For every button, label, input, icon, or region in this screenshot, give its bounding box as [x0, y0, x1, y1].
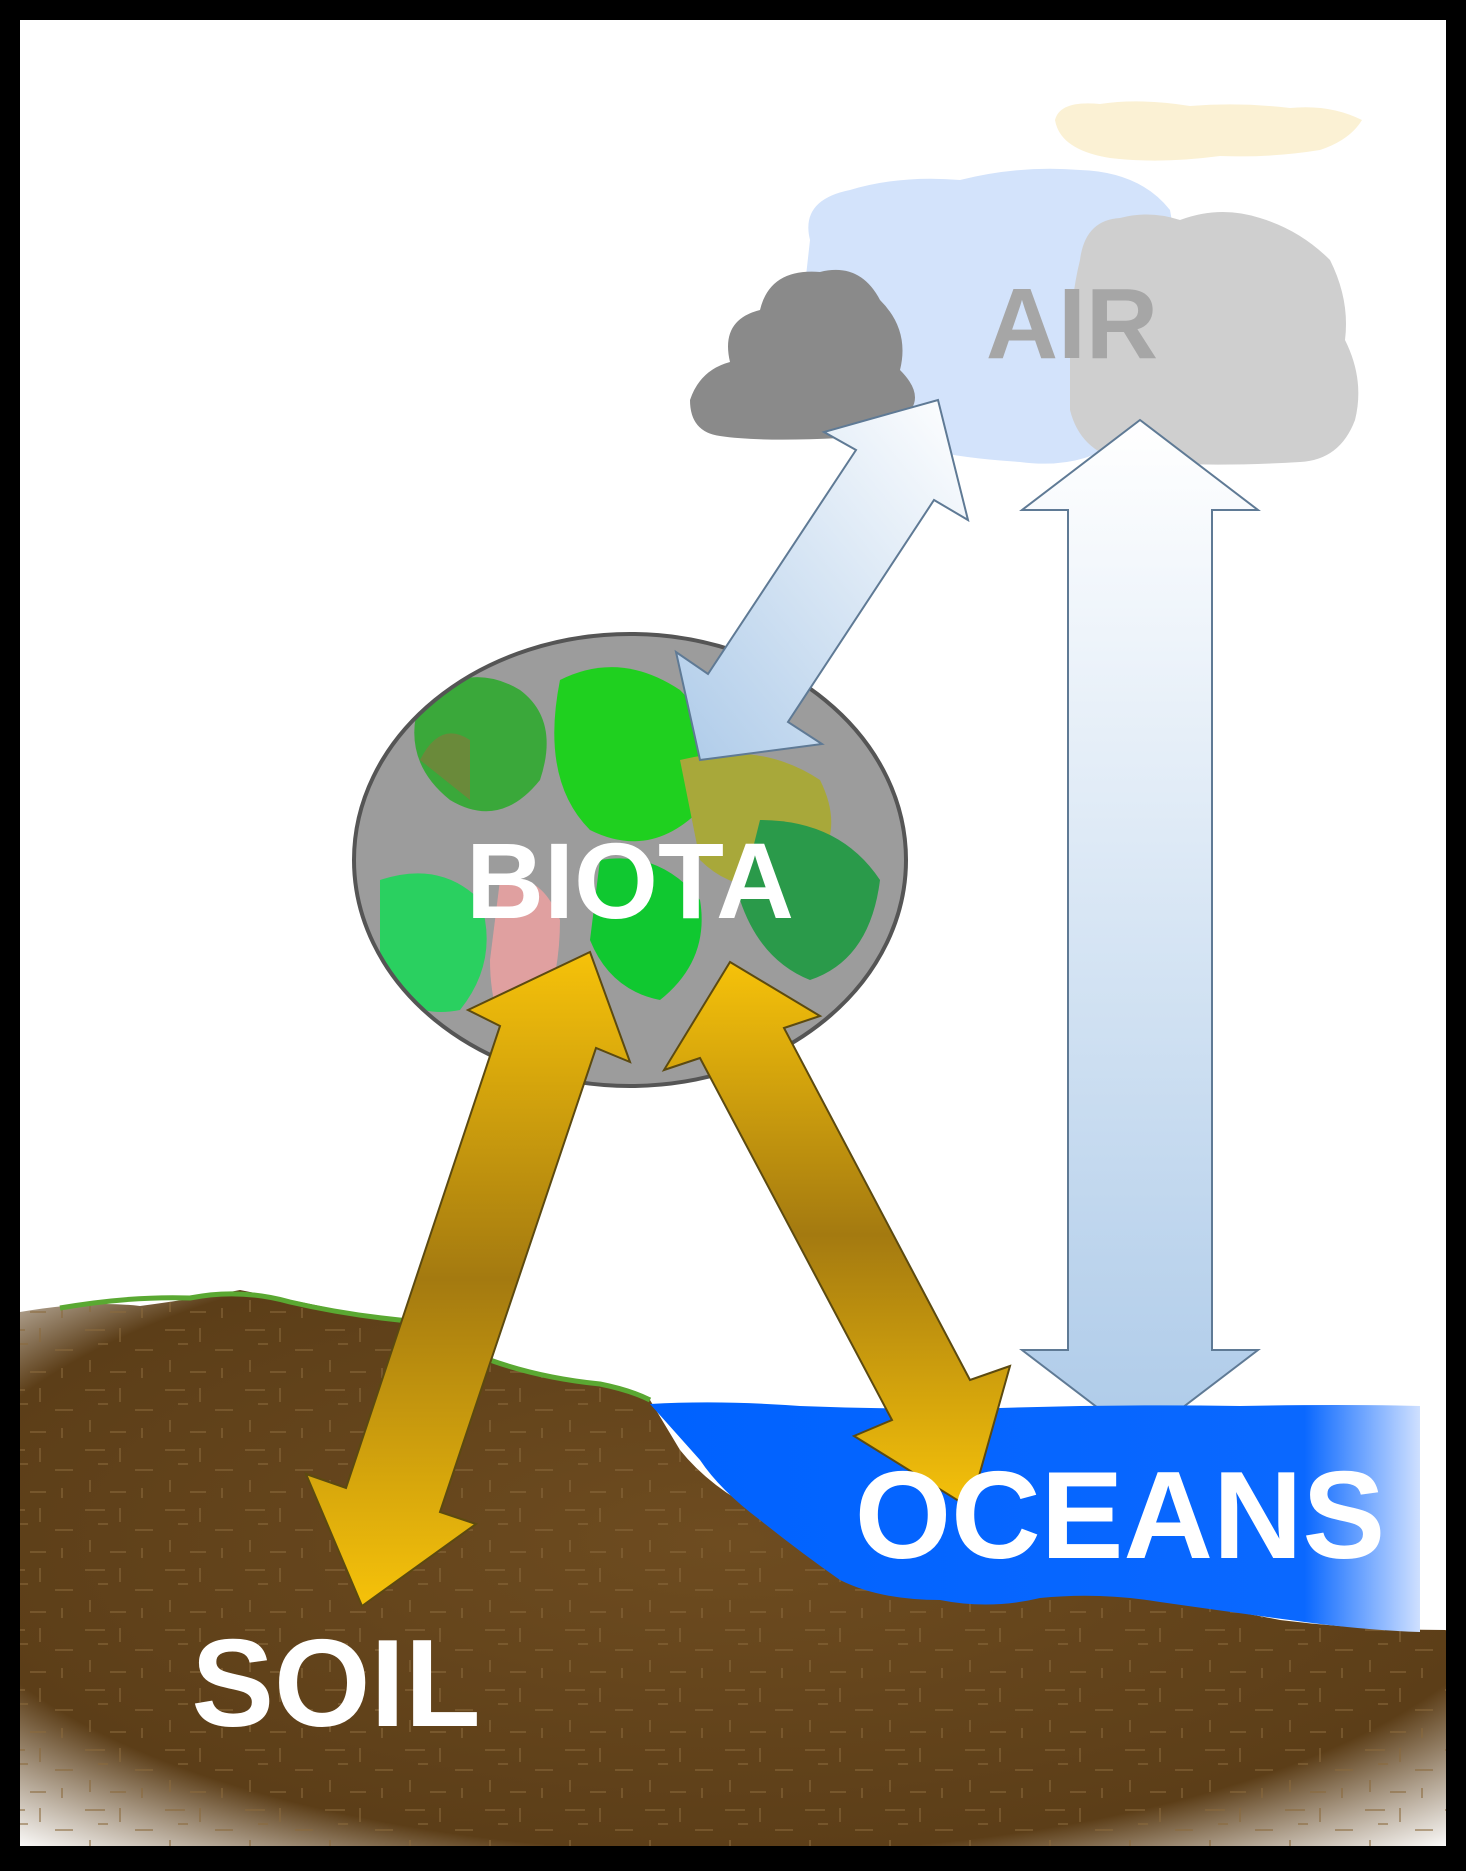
biota-air-arrow: [674, 398, 970, 762]
haze-cloud-icon: [1055, 101, 1362, 161]
soil-label: SOIL: [191, 1615, 480, 1753]
biota-label: BIOTA: [466, 820, 794, 941]
grass-edge: [59, 1291, 652, 1403]
biota-soil-arrow: [304, 950, 632, 1608]
cloud-light-icon: [1070, 211, 1359, 465]
cloud-dark-icon: [690, 269, 915, 440]
ocean-water: [650, 1402, 1420, 1632]
biota-oceans-arrow: [661, 960, 1012, 1510]
air-label: AIR: [986, 268, 1158, 380]
oceans-label: OCEANS: [855, 1447, 1386, 1585]
